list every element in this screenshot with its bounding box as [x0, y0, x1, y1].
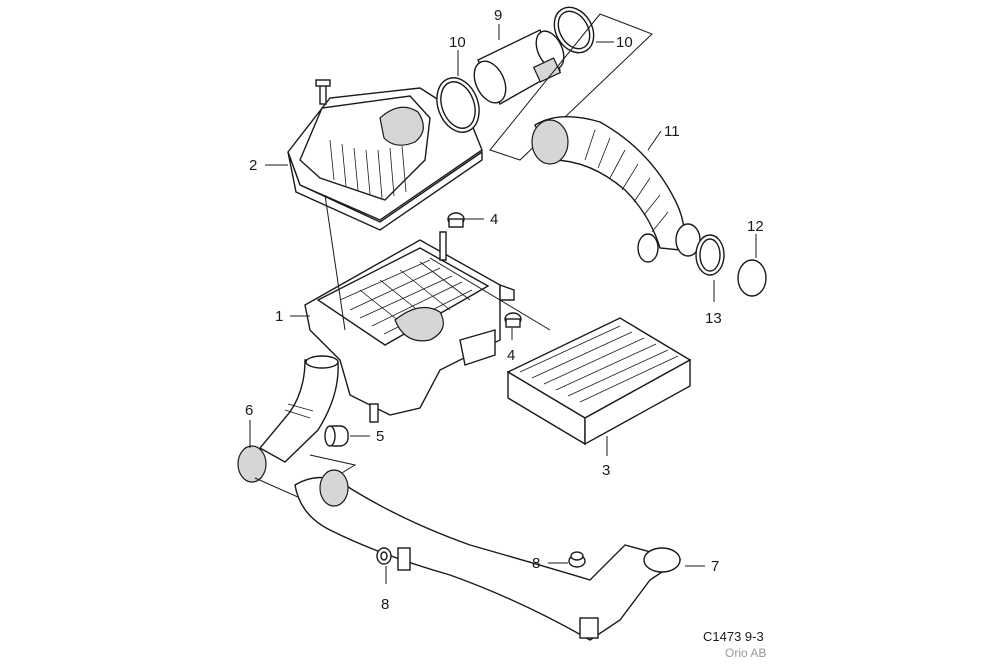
air-cleaner-housing — [304, 231, 515, 416]
alignment-guide-top — [489, 13, 653, 161]
callout-12: 12 — [747, 218, 764, 235]
callout-8-left: 8 — [381, 596, 389, 613]
callout-10-right: 10 — [616, 34, 633, 51]
air-mass-meter — [473, 29, 565, 105]
intake-duct-long — [294, 469, 682, 641]
callout-6: 6 — [245, 402, 253, 419]
callout-13: 13 — [705, 310, 722, 327]
cover-bolt — [315, 79, 331, 105]
callout-9: 9 — [494, 7, 502, 24]
callout-8-right: 8 — [532, 555, 540, 572]
callout-10-left: 10 — [449, 34, 466, 51]
seal-ring-12 — [737, 259, 767, 297]
copyright-text: Orio AB — [725, 646, 767, 660]
nut-8-left — [376, 547, 392, 565]
callout-11: 11 — [664, 123, 680, 140]
callout-3: 3 — [602, 462, 610, 479]
callout-2: 2 — [249, 157, 257, 174]
rubber-mount — [324, 403, 379, 447]
air-cleaner-cover — [287, 87, 483, 231]
air-filter-element — [506, 317, 692, 446]
nut-8-right — [568, 551, 586, 568]
callout-5: 5 — [376, 428, 384, 445]
intake-duct-short — [237, 355, 339, 483]
figure-reference: C1473 9-3 — [703, 629, 764, 644]
leader-lines — [249, 24, 757, 584]
callout-1: 1 — [275, 308, 283, 325]
hose-clamp-13 — [695, 234, 725, 276]
hose-clamp-10-right — [553, 6, 595, 54]
grommet-4-upper — [447, 212, 465, 228]
intake-hose — [531, 115, 701, 263]
grommet-4-lower — [504, 312, 522, 328]
alignment-guide-middle — [324, 194, 551, 331]
hose-clamp-10-left — [436, 77, 480, 133]
callout-labels: 1 2 3 4 4 5 6 7 8 8 9 10 10 11 12 13 — [245, 7, 764, 613]
callout-4-lower: 4 — [507, 347, 515, 364]
callout-7: 7 — [711, 558, 719, 575]
callout-4-upper: 4 — [490, 211, 498, 228]
